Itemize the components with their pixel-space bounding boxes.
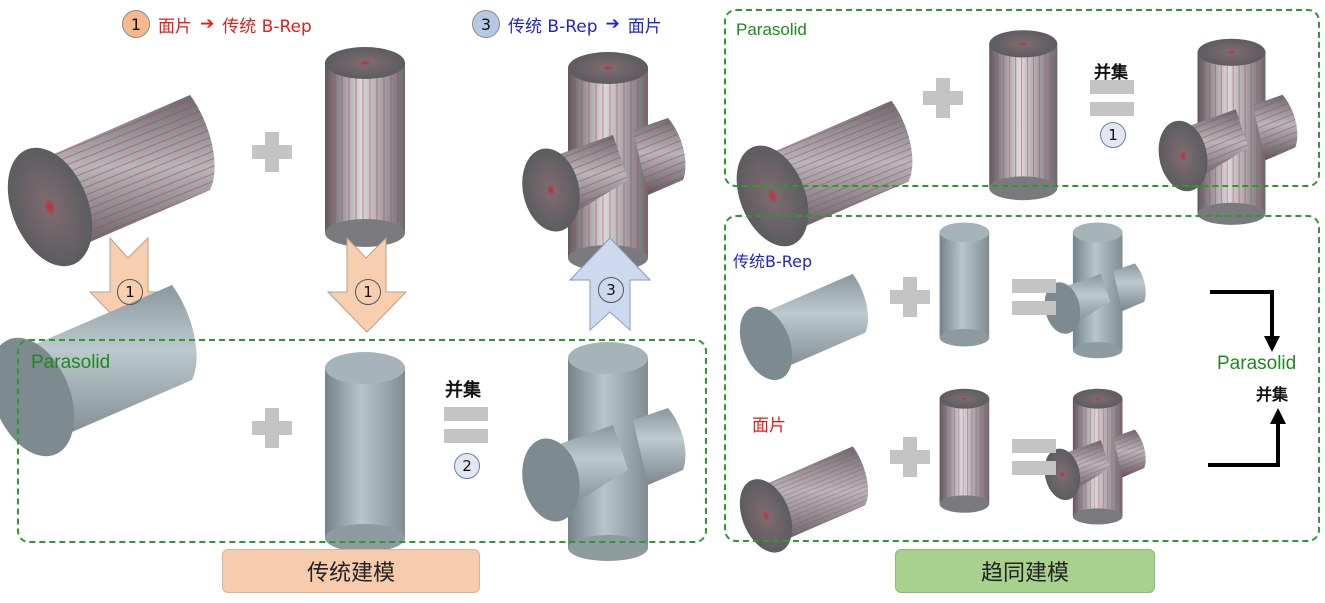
connector-line <box>1208 422 1280 467</box>
convergent-modeling-label: 趋同建模 <box>895 549 1155 593</box>
parasolid-side-label: Parasolid <box>1217 353 1297 374</box>
operation-number-badge: 1 <box>1100 122 1126 148</box>
mesh-horizontal-cylinder <box>0 95 215 279</box>
step-from: 面片 <box>158 16 192 37</box>
mesh-cross-union <box>514 52 686 271</box>
step-3-title: 3 传统 B-Rep ➔ 面片 <box>472 10 662 38</box>
union-side-label: 并集 <box>1256 385 1289 404</box>
arrow-right-icon: ➔ <box>200 14 215 34</box>
step-to: 面片 <box>627 16 662 37</box>
mesh-row-label: 面片 <box>752 416 786 436</box>
operation-number-badge: 2 <box>454 453 480 479</box>
mesh-vertical-cylinder <box>325 47 405 247</box>
step-from: 传统 B-Rep <box>508 16 598 37</box>
parasolid-brep-box <box>17 339 707 543</box>
arrow-number-badge: 1 <box>355 279 381 305</box>
connector-line <box>1210 290 1274 338</box>
union-label: 并集 <box>1094 63 1128 83</box>
arrow-up-icon <box>1270 408 1286 424</box>
union-label: 并集 <box>445 380 481 401</box>
parasolid-label: Parasolid <box>736 20 807 39</box>
plus-icon <box>252 132 292 172</box>
step-number-badge: 3 <box>472 10 500 38</box>
step-1-title: 1 面片 ➔ 传统 B-Rep <box>122 10 312 38</box>
parasolid-mesh-box <box>724 9 1320 187</box>
arrow-number-badge: 1 <box>117 279 143 305</box>
arrow-down-icon <box>1264 336 1280 352</box>
step-to: 传统 B-Rep <box>222 16 312 37</box>
brep-row-label: 传统B-Rep <box>733 252 813 271</box>
parasolid-label: Parasolid <box>31 352 111 373</box>
arrow-right-icon: ➔ <box>605 14 620 34</box>
traditional-modeling-label: 传统建模 <box>222 549 480 593</box>
step-number-badge: 1 <box>122 10 150 38</box>
arrow-number-badge: 3 <box>598 277 624 303</box>
convergent-box <box>724 215 1320 542</box>
